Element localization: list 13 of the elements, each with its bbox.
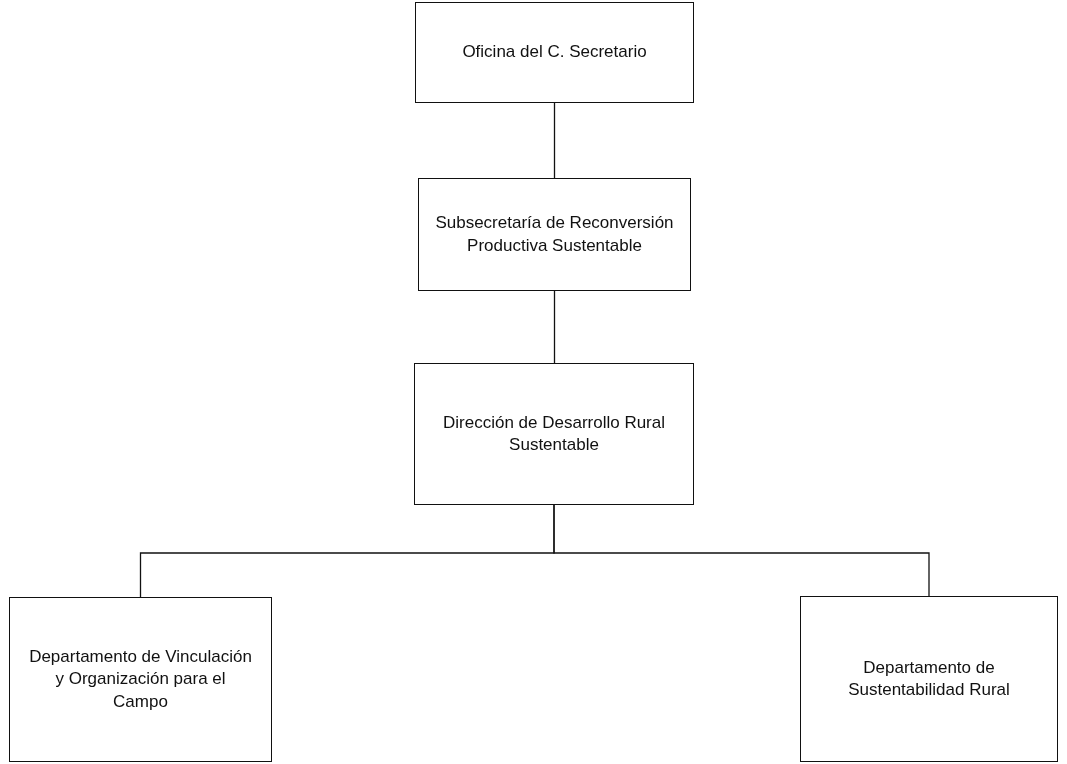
unit-name: Dirección de Desarrollo Rural Sustentable [442,411,666,456]
org-unit-box [415,2,694,103]
unit-name: Departamento de Vinculación y Organización para el Campo [28,646,253,713]
unit-name: Departamento de Sustentabilidad Rural [847,656,1011,701]
connector-line [553,102,556,179]
unit-name: Subsecretaría de Reconversión Productiva Sustentable [435,212,674,257]
org-unit-box [414,363,694,505]
connector-line [553,504,930,597]
unit-name: Oficina del C. Secretario [462,41,647,64]
org-unit-box [800,596,1058,762]
org-unit-box [9,597,272,762]
org-unit-box [418,178,691,291]
connector-line [553,290,556,364]
